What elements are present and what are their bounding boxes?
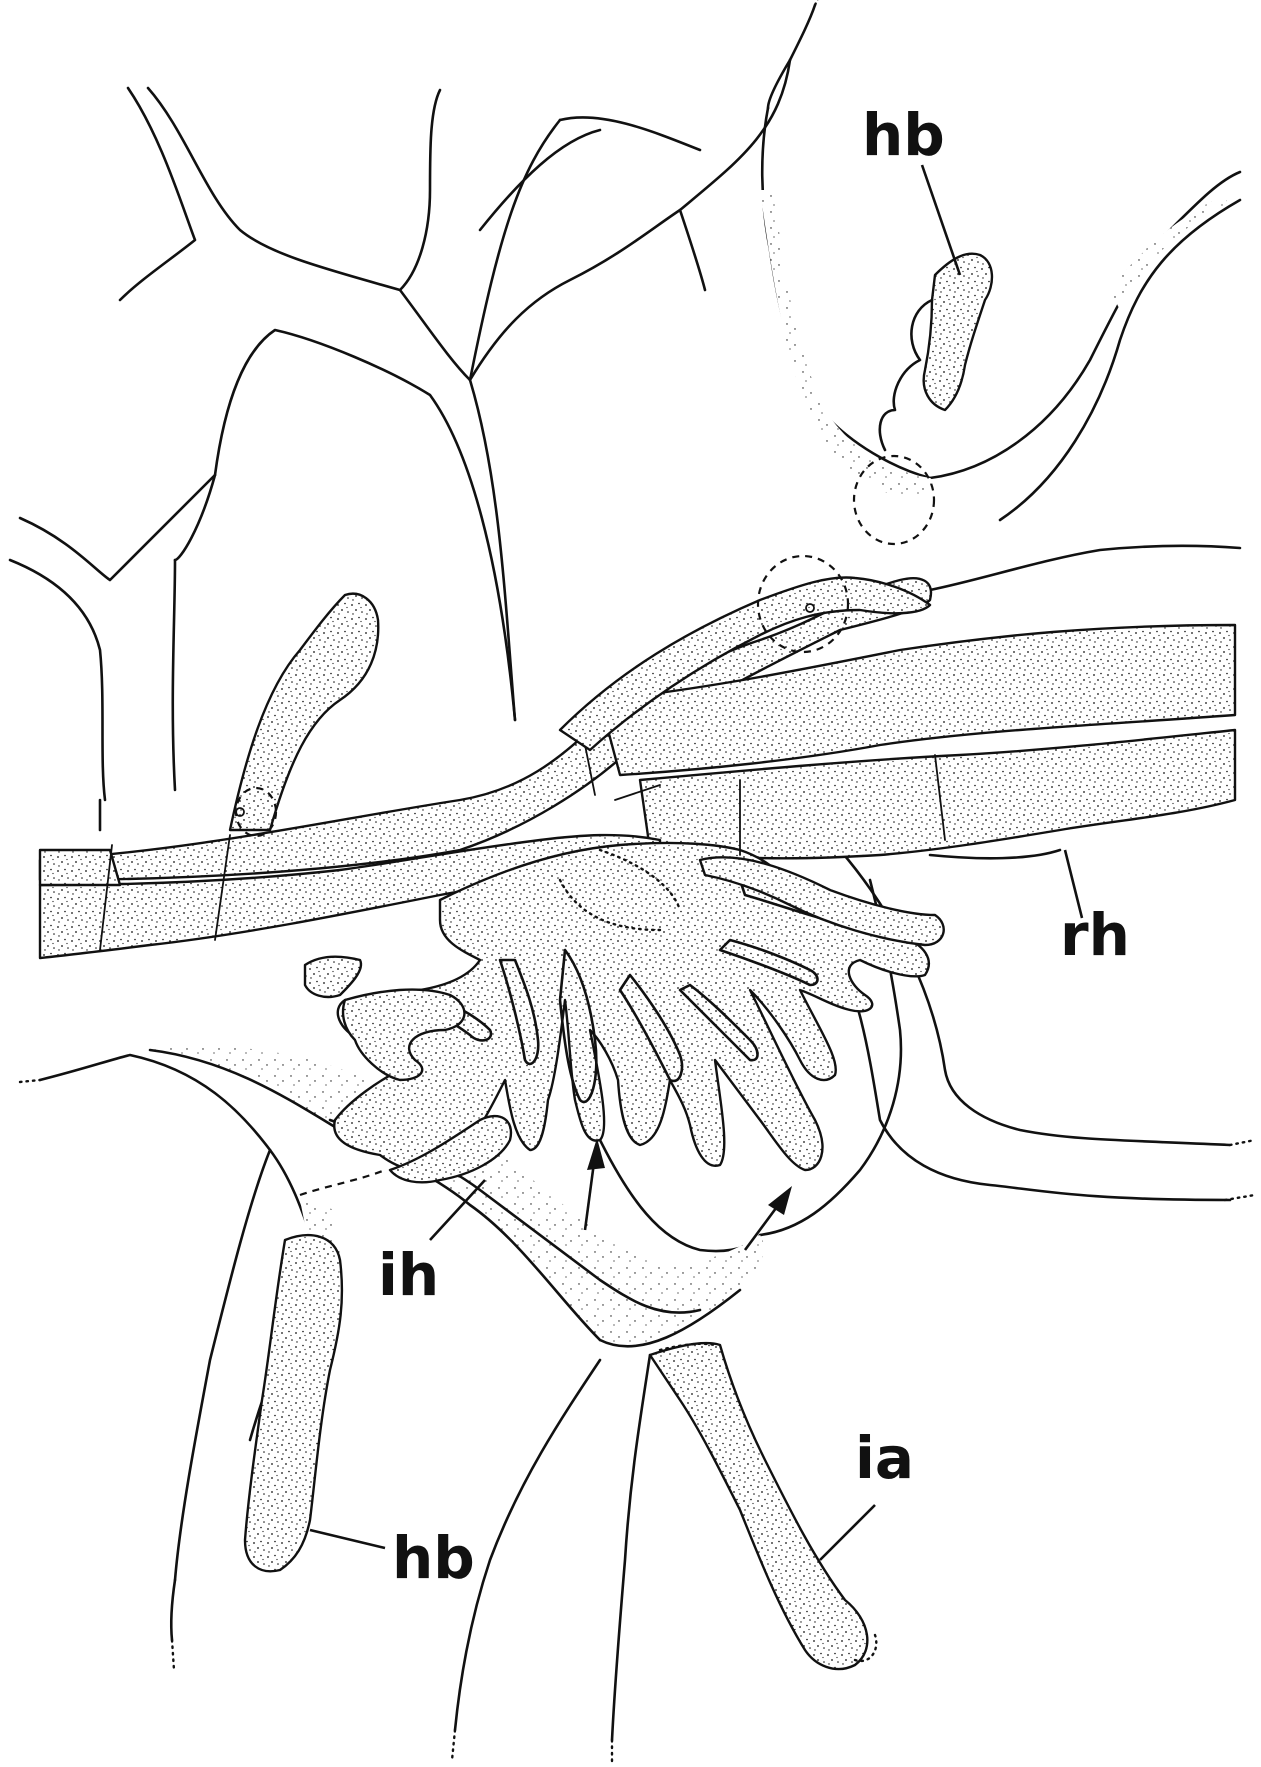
arrow-right-icon bbox=[745, 1186, 792, 1250]
label-hb-bottom: hb bbox=[392, 1524, 475, 1592]
stippled-hyphae bbox=[40, 254, 1235, 1669]
label-hb-top: hb bbox=[862, 101, 945, 169]
label-rh: rh bbox=[1060, 901, 1130, 969]
arrow-left-icon bbox=[585, 1138, 605, 1230]
label-ia: ia bbox=[855, 1424, 914, 1492]
label-ih: ih bbox=[378, 1241, 439, 1309]
arrows bbox=[585, 1138, 792, 1250]
